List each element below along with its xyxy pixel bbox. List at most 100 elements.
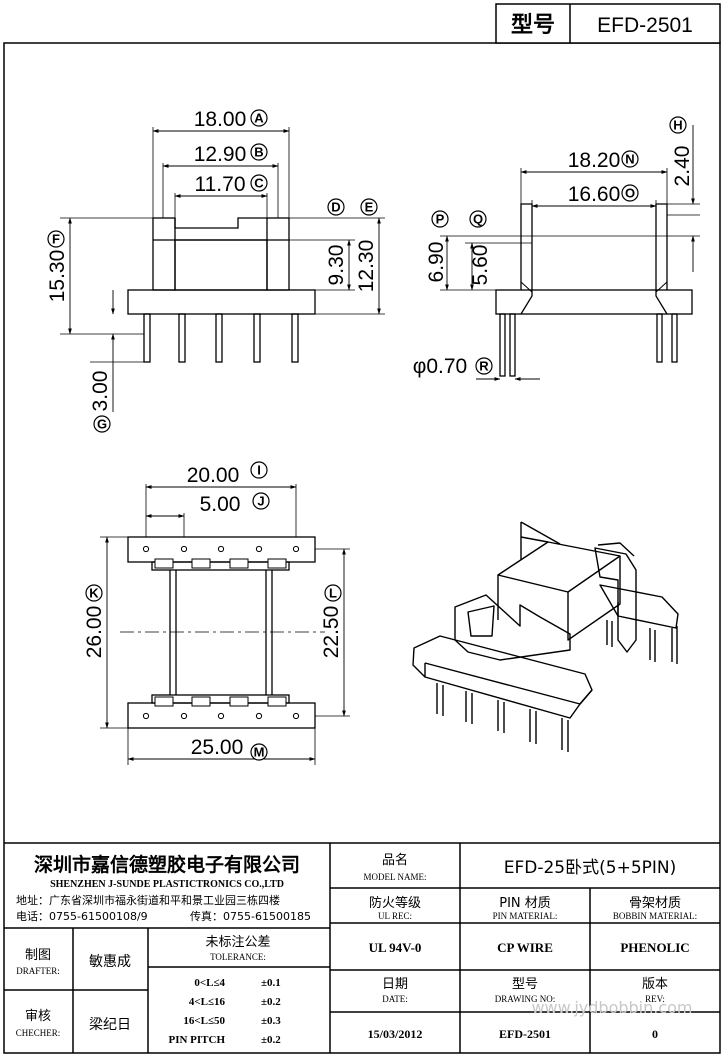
marker-letter: J <box>257 494 264 509</box>
marker-letter: M <box>254 745 265 760</box>
marker-letter: C <box>254 176 264 191</box>
ul-label-cn: 防火等级 <box>369 895 421 911</box>
drafter-value: 敏惠成 <box>89 954 131 970</box>
marker-d: D <box>327 198 345 216</box>
watermark: www.jydbobbin.com <box>531 998 692 1017</box>
dim-m: 25.00 <box>191 736 244 759</box>
isometric-view <box>412 521 679 752</box>
checker-label-en: CHECHER: <box>16 1028 61 1038</box>
drawing-no-label-en: DRAWING NO: <box>495 994 556 1004</box>
marker-c: C <box>250 174 268 192</box>
dim-h: 2.40 <box>671 146 694 187</box>
top-view <box>100 484 350 765</box>
pin-material-label-en: PIN MATERIAL: <box>493 911 558 921</box>
tolerance-value: ±0.1 <box>261 977 281 989</box>
ul-label-en: UL REC: <box>378 911 412 921</box>
marker-letter: I <box>257 463 261 478</box>
dim-j: 5.00 <box>200 493 241 516</box>
company-fax: 传真：0755-61500185 <box>190 909 311 923</box>
bobbin-material-label-cn: 骨架材质 <box>629 896 681 911</box>
header-box: 型号 EFD-2501 <box>495 3 721 44</box>
side-view <box>440 125 700 381</box>
dim-k: 26.00 <box>83 606 106 659</box>
tolerance-value: ±0.3 <box>261 1015 281 1027</box>
dim-a: 18.00 <box>194 108 247 131</box>
tolerance-label-cn: 未标注公差 <box>205 935 270 950</box>
marker-e: E <box>360 198 378 216</box>
header-value: EFD-2501 <box>597 14 693 37</box>
marker-g: G <box>93 415 111 433</box>
marker-h: H <box>669 116 687 134</box>
tolerance-label-en: TOLERANCE: <box>210 952 266 962</box>
company-tel: 电话：0755-61500108/9 <box>16 910 148 923</box>
marker-letter: A <box>254 111 264 126</box>
marker-f: F <box>47 230 65 248</box>
top-view-pin-pads <box>154 558 287 707</box>
bobbin-material-label-en: BOBBIN MATERIAL: <box>613 911 697 921</box>
bobbin-material-value: PHENOLIC <box>620 940 689 955</box>
dim-c: 11.70 <box>195 173 246 196</box>
dim-b: 12.90 <box>194 143 247 166</box>
marker-letter: E <box>365 200 374 215</box>
marker-letter: N <box>625 152 634 167</box>
pin-material-label-cn: PIN 材质 <box>499 896 551 911</box>
company-name-en: SHENZHEN J-SUNDE PLASTICTRONICS CO.,LTD <box>50 879 284 890</box>
marker-letter: B <box>254 145 263 160</box>
tolerance-range: PIN PITCH <box>168 1034 225 1046</box>
marker-letter: Q <box>473 212 483 227</box>
sheet-border <box>3 42 721 1054</box>
top-view-pin-holes <box>142 545 300 720</box>
marker-letter: D <box>331 200 340 215</box>
drawing-no-value: EFD-2501 <box>499 1027 551 1041</box>
marker-letter: P <box>436 212 445 227</box>
dim-g: 3.00 <box>89 371 112 412</box>
rev-label-en: REV: <box>645 994 665 1004</box>
ul-value: UL 94V-0 <box>369 940 422 955</box>
tolerance-range: 4<L≤16 <box>189 996 226 1008</box>
marker-o: O <box>621 184 639 202</box>
marker-letter: K <box>89 586 99 601</box>
marker-j: J <box>252 492 270 510</box>
title-block-lines <box>4 842 720 1053</box>
dim-o: 16.60 <box>568 183 621 206</box>
dim-l: 22.50 <box>320 606 343 659</box>
pin-material-value: CP WIRE <box>497 940 553 955</box>
dim-n: 18.20 <box>568 149 621 172</box>
date-label-cn: 日期 <box>382 977 408 992</box>
marker-l: L <box>324 584 342 602</box>
header-label: 型号 <box>511 13 555 38</box>
model-label-en: MODEL NAME: <box>364 872 427 882</box>
tolerance-value: ±0.2 <box>261 996 281 1008</box>
marker-r: R <box>475 357 493 375</box>
marker-p: P <box>431 210 449 228</box>
marker-b: B <box>250 143 268 161</box>
dim-d: 9.30 <box>325 245 348 286</box>
drafter-label-en: DRAFTER: <box>16 966 60 976</box>
marker-letter: O <box>625 186 635 201</box>
rev-value: 0 <box>652 1027 658 1041</box>
marker-letter: R <box>479 359 489 374</box>
marker-m: M <box>250 743 268 761</box>
marker-letter: G <box>97 417 107 432</box>
tolerance-range: 0<L≤4 <box>194 977 225 989</box>
model-label-cn: 品名 <box>382 852 408 868</box>
dim-r: φ0.70 <box>413 355 468 378</box>
front-view <box>60 127 385 412</box>
company-name-cn: 深圳市嘉信德塑胶电子有限公司 <box>34 853 300 876</box>
tolerance-value: ±0.2 <box>261 1034 281 1046</box>
company-address: 地址：广东省深圳市福永街道和平和景工业园三栋四楼 <box>16 893 280 907</box>
marker-letter: H <box>673 118 682 133</box>
drafter-label-cn: 制图 <box>25 948 51 963</box>
rev-label-cn: 版本 <box>642 977 668 992</box>
marker-i: I <box>250 461 268 479</box>
checker-value: 梁纪日 <box>89 1017 131 1033</box>
model-value: EFD-25卧式(5+5PIN) <box>504 858 677 878</box>
date-value: 15/03/2012 <box>368 1027 423 1041</box>
dim-q: 5.60 <box>469 245 492 286</box>
checker-label-cn: 审核 <box>25 1009 51 1024</box>
marker-k: K <box>85 584 103 602</box>
marker-n: N <box>621 150 639 168</box>
marker-a: A <box>250 109 268 127</box>
dim-i: 20.00 <box>187 464 240 487</box>
